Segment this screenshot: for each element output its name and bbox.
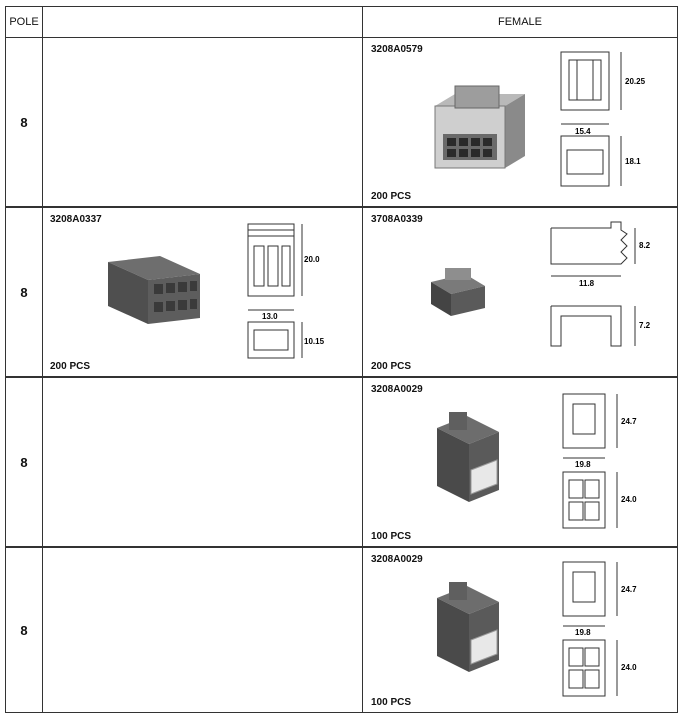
- female-cell: 3208A0029 24.7: [363, 548, 677, 712]
- height-dimension-2: 24.0: [621, 663, 637, 672]
- part-number: 3208A0337: [50, 214, 102, 225]
- header-male-blank: [42, 7, 363, 37]
- width-dimension: 15.4: [575, 127, 591, 136]
- connector-photo: [437, 582, 499, 672]
- width-dimension: 19.8: [575, 460, 591, 469]
- pole-count: 8: [6, 378, 43, 546]
- dimension-drawing: 24.7 19.8 24.0: [562, 561, 637, 697]
- height-dimension: 8.2: [639, 241, 651, 250]
- female-cell: 3208A0579: [363, 38, 677, 206]
- table-header: POLE FEMALE: [5, 6, 678, 38]
- table-row: 8 3208A0029: [5, 377, 678, 547]
- part-number: 3708A0339: [371, 214, 423, 225]
- dimension-drawing: 24.7 19.8 24.0: [562, 393, 637, 529]
- quantity: 100 PCS: [371, 531, 412, 542]
- pole-count: 8: [6, 208, 43, 376]
- height-dimension-2: 24.0: [621, 495, 637, 504]
- pole-count: 8: [6, 38, 43, 206]
- connector-photo: [431, 268, 485, 316]
- width-dimension: 19.8: [575, 628, 591, 637]
- width-dimension: 11.8: [579, 279, 595, 288]
- connector-photo: [437, 412, 499, 502]
- height-dimension: 24.7: [621, 585, 637, 594]
- part-number: 3208A0029: [371, 384, 423, 395]
- quantity: 100 PCS: [371, 697, 412, 708]
- female-cell: 3708A0339 8.2 11.8 7.2 200 PCS: [363, 208, 677, 376]
- male-cell-empty: [42, 378, 363, 546]
- height-dimension: 20.0: [304, 255, 320, 264]
- table-row: 8 3208A0579: [5, 37, 678, 207]
- quantity: 200 PCS: [371, 191, 412, 202]
- header-female: FEMALE: [497, 16, 542, 28]
- dimension-drawing: 8.2 11.8 7.2: [550, 221, 651, 347]
- height-dimension-2: 18.1: [625, 157, 641, 166]
- connector-photo: [434, 85, 525, 169]
- height-dimension: 20.25: [625, 77, 646, 86]
- table-row: 8 3208A0337: [5, 207, 678, 377]
- part-number: 3208A0029: [371, 554, 423, 565]
- height-dimension-2: 7.2: [639, 321, 651, 330]
- height-dimension: 24.7: [621, 417, 637, 426]
- quantity: 200 PCS: [371, 361, 412, 372]
- dimension-drawing: 20.0 13.0 10.15: [247, 223, 325, 359]
- male-cell-empty: [42, 38, 363, 206]
- part-number: 3208A0579: [371, 44, 423, 55]
- pole-count: 8: [6, 548, 43, 712]
- dimension-drawing: 20.25 15.4 18.1: [560, 51, 646, 187]
- width-dimension: 13.0: [262, 312, 278, 321]
- female-cell: 3208A0029 24.7: [363, 378, 677, 546]
- height-dimension-2: 10.15: [304, 337, 325, 346]
- male-cell: 3208A0337: [42, 208, 363, 376]
- quantity: 200 PCS: [50, 361, 91, 372]
- male-cell-empty: [42, 548, 363, 712]
- connector-photo: [108, 256, 200, 324]
- table-row: 8 3208A0029: [5, 547, 678, 713]
- header-pole: POLE: [6, 7, 43, 37]
